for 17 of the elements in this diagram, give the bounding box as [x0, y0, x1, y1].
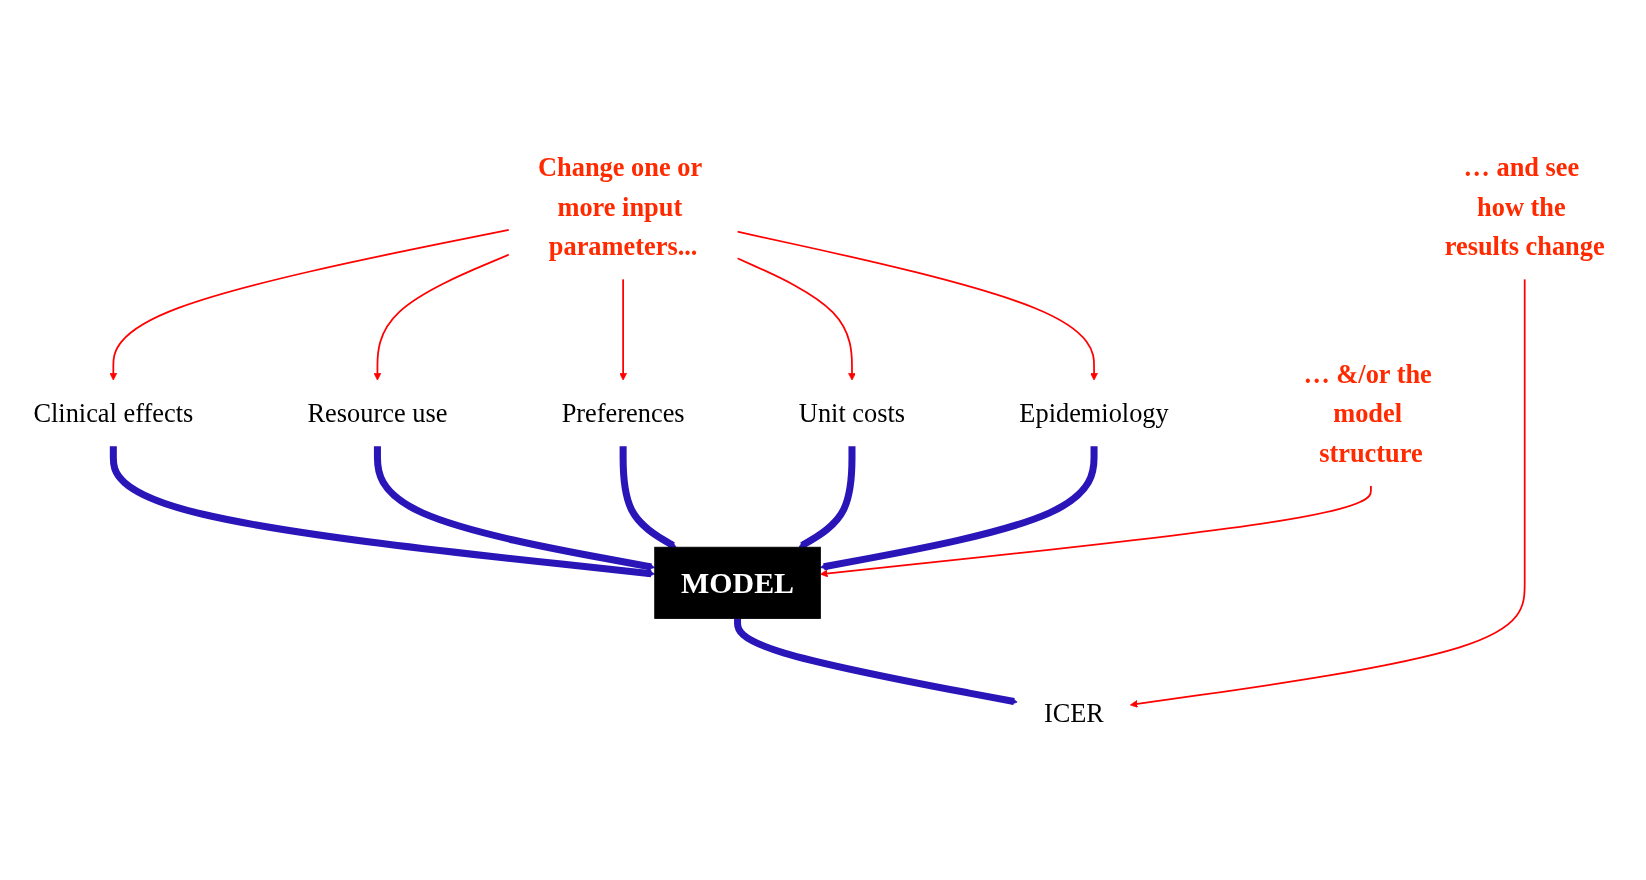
arrow	[109, 228, 510, 381]
arrow	[619, 278, 627, 381]
arrow	[736, 230, 1098, 381]
node-text: Change one or more input parameters...	[538, 152, 702, 261]
node-text: Preferences	[561, 398, 685, 428]
node-text: … &/or the model structure	[1303, 359, 1432, 468]
node-text: … and see how the results change	[1444, 152, 1605, 261]
node-text: Resource use	[307, 398, 448, 428]
node-text: ICER	[1043, 698, 1104, 728]
arrow	[373, 253, 510, 381]
arrow	[736, 257, 856, 381]
arrow	[1129, 278, 1526, 708]
node-text: Unit costs	[798, 398, 906, 428]
node-text: Epidemiology	[1019, 398, 1169, 428]
node-text: Clinical effects	[33, 398, 194, 428]
arrow	[820, 484, 1372, 578]
node-box: MODEL	[654, 546, 821, 619]
